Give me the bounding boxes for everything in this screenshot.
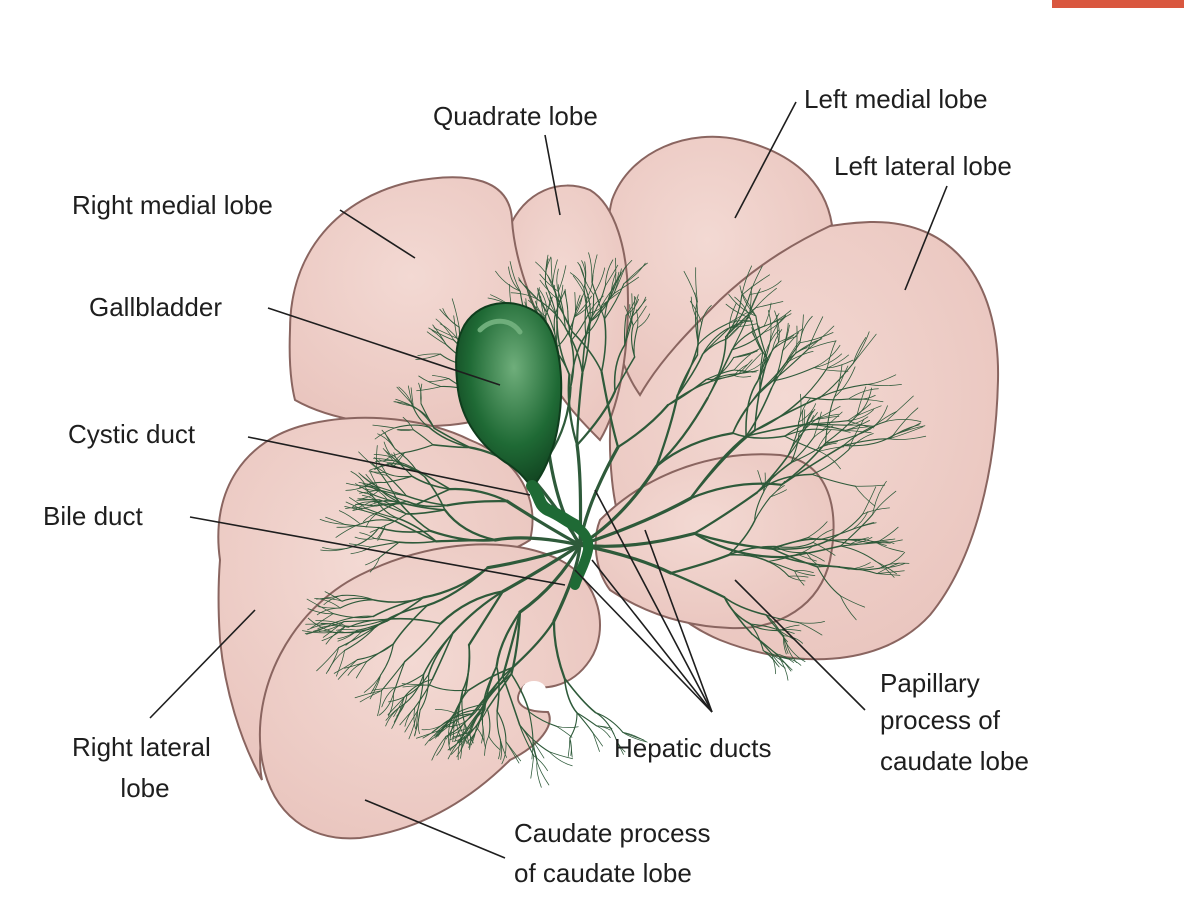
label-right-lateral-lobe: Right lateral lobe (72, 732, 218, 803)
label-papillary-line3: caudate lobe (880, 746, 1029, 776)
duct-branch (593, 733, 603, 746)
label-papillary-process: Papillary process of caudate lobe (880, 668, 1029, 776)
label-left-lateral-lobe: Left lateral lobe (834, 151, 1012, 181)
duct-branch (564, 678, 595, 713)
duct-branch (593, 733, 600, 752)
label-right-medial-lobe: Right medial lobe (72, 190, 273, 220)
label-papillary-line2: process of (880, 705, 1001, 735)
corner-tab (1052, 0, 1184, 8)
label-gallbladder: Gallbladder (89, 292, 222, 322)
label-bile-duct: Bile duct (43, 501, 143, 531)
caudate-notch (522, 681, 546, 699)
label-papillary-line1: Papillary (880, 668, 980, 698)
label-cystic-duct: Cystic duct (68, 419, 196, 449)
duct-branch (779, 657, 788, 681)
label-caudate-line1: Caudate process (514, 818, 711, 848)
label-right-lateral-lobe-line1: Right lateral (72, 732, 211, 762)
duct-branch (537, 762, 549, 785)
label-hepatic-ducts: Hepatic ducts (614, 733, 772, 763)
label-right-lateral-lobe-line2: lobe (120, 773, 169, 803)
label-quadrate-lobe: Quadrate lobe (433, 101, 598, 131)
duct-branch (568, 738, 570, 756)
duct-branch (570, 713, 577, 738)
label-left-medial-lobe: Left medial lobe (804, 84, 988, 114)
duct-branch (697, 320, 698, 355)
duct-branch (537, 762, 542, 788)
label-caudate-process: Caudate process of caudate lobe (514, 818, 718, 888)
duct-branch (577, 713, 593, 733)
label-caudate-line2: of caudate lobe (514, 858, 692, 888)
duct-branch (564, 678, 577, 713)
